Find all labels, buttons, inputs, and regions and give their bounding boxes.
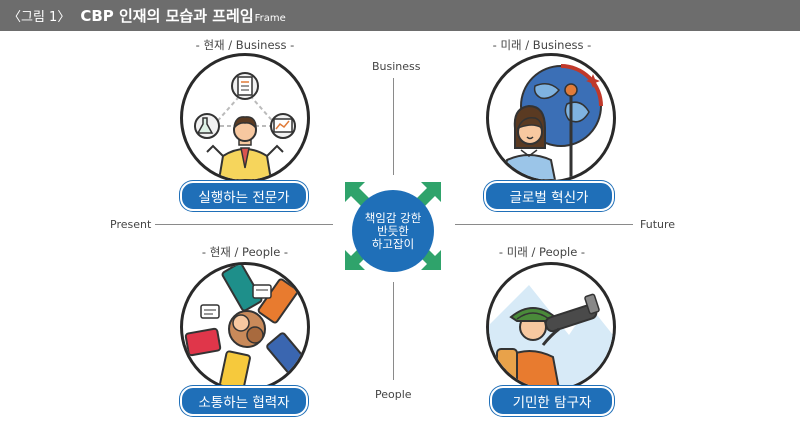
figure-title-text: CBP 인재의 모습과 프레임 xyxy=(80,7,254,25)
expert-illustration xyxy=(180,53,310,183)
center-line-1: 책임감 강한 xyxy=(364,210,422,225)
axis-vertical-top xyxy=(393,78,394,175)
quadrant-label-future-business: - 미래 / Business - xyxy=(492,38,592,52)
center-line-3: 하고잡이 xyxy=(371,236,415,251)
collaborator-illustration xyxy=(180,262,310,392)
axis-label-people: People xyxy=(375,388,412,401)
axis-label-present: Present xyxy=(110,218,152,231)
axis-label-business: Business xyxy=(372,60,421,73)
center-line-2: 반듯한 xyxy=(377,223,409,238)
badge-communicating-collaborator: 소통하는 협력자 xyxy=(180,386,308,416)
badge-agile-explorer: 기민한 탐구자 xyxy=(490,386,614,416)
explorer-illustration xyxy=(486,262,616,392)
axis-horizontal-left xyxy=(155,224,333,225)
badge-practicing-expert: 실행하는 전문가 xyxy=(180,181,308,211)
figure-title: CBP 인재의 모습과 프레임Frame xyxy=(80,5,285,26)
quadrant-label-present-business: - 현재 / Business - xyxy=(195,38,295,52)
figure-title-suffix: Frame xyxy=(254,13,286,24)
quadrant-label-present-people: - 현재 / People - xyxy=(201,245,289,259)
figure-number: 〈그림 1〉 xyxy=(8,10,71,25)
quadrant-label-future-people: - 미래 / People - xyxy=(498,245,586,259)
figure-header: 〈그림 1〉 CBP 인재의 모습과 프레임Frame xyxy=(0,0,800,31)
center-core-value: 책임감 강한 반듯한 하고잡이 xyxy=(352,190,434,272)
axis-horizontal-right xyxy=(455,224,633,225)
badge-global-innovator: 글로벌 혁신가 xyxy=(484,181,614,211)
global-innovator-illustration xyxy=(486,53,616,183)
axis-vertical-bottom xyxy=(393,282,394,380)
axis-label-future: Future xyxy=(640,218,676,231)
